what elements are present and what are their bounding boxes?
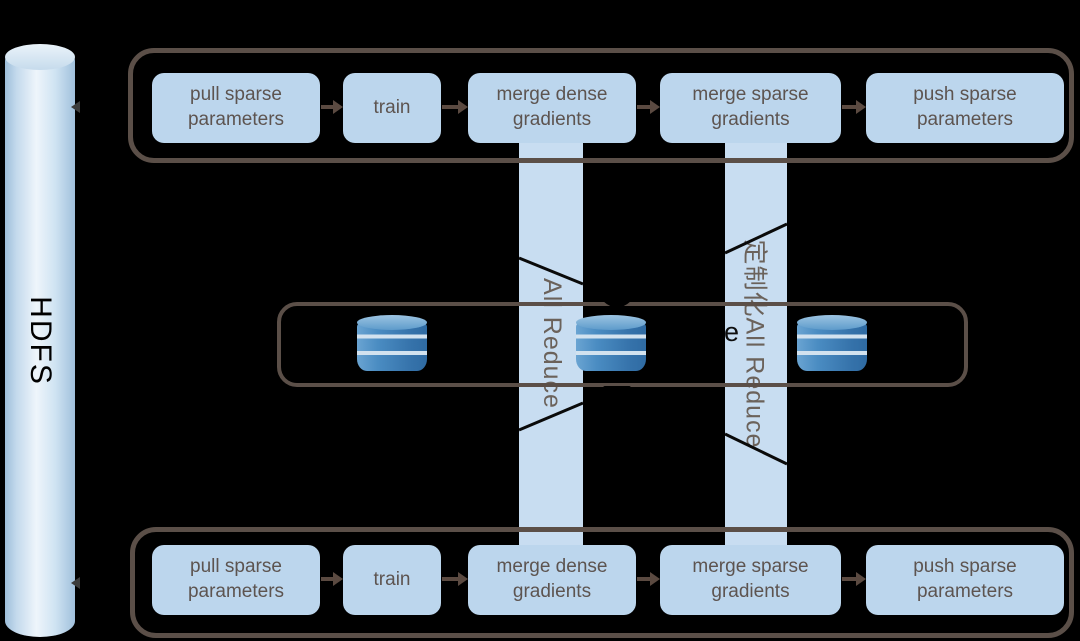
step-push-sparse-parameters: push sparse parameters (866, 545, 1064, 615)
arrow-head (650, 572, 660, 586)
arrow-head (458, 100, 468, 114)
arrow-right-icon (321, 100, 343, 114)
arrow-head (333, 572, 343, 586)
step-merge-dense-gradients: merge dense gradients (468, 545, 636, 615)
arrow-right-icon (842, 100, 866, 114)
database-icon-top (357, 315, 427, 330)
arrow-left-icon (71, 101, 80, 113)
step-merge-sparse-gradients: merge sparse gradients (660, 545, 841, 615)
arrow-left-icon (71, 577, 80, 589)
partial-hidden-text: e (724, 317, 740, 347)
arrow-head (458, 572, 468, 586)
arrow-shaft (442, 105, 458, 109)
database-icon (357, 315, 427, 373)
database-icon (797, 315, 867, 373)
arrow-right-icon (321, 572, 343, 586)
arrow-right-icon (842, 572, 866, 586)
custom-allreduce-band: 定制化All Reduce (725, 140, 787, 547)
arrow-head (650, 100, 660, 114)
database-icon (576, 315, 646, 373)
allreduce-band: All Reduce (519, 140, 583, 547)
arrow-head (856, 100, 866, 114)
step-pull-sparse-parameters: pull sparse parameters (152, 73, 320, 143)
arrow-shaft (321, 577, 333, 581)
arrow-shaft (321, 105, 333, 109)
hdfs-cylinder-icon: HDFS (5, 44, 75, 637)
arrow-right-icon (442, 100, 468, 114)
step-merge-dense-gradients: merge dense gradients (468, 73, 636, 143)
step-pull-sparse-parameters: pull sparse parameters (152, 545, 320, 615)
arrow-shaft (637, 105, 650, 109)
arrow-right-icon (637, 100, 660, 114)
arrow-right-icon (442, 572, 468, 586)
arrow-shaft (842, 105, 856, 109)
arrow-shaft (637, 577, 650, 581)
database-icon-top (576, 315, 646, 330)
step-push-sparse-parameters: push sparse parameters (866, 73, 1064, 143)
arrow-right-icon (637, 572, 660, 586)
step-merge-sparse-gradients: merge sparse gradients (660, 73, 841, 143)
database-icon-top (797, 315, 867, 330)
hdfs-label: HDFS (24, 296, 57, 386)
arrow-head (856, 572, 866, 586)
database-icon-body (797, 322, 867, 371)
arrow-head (333, 100, 343, 114)
step-train: train (343, 73, 441, 143)
database-icon-body (576, 322, 646, 371)
bottom-worker-frame (130, 527, 1074, 638)
arrow-shaft (442, 577, 458, 581)
database-icon-body (357, 322, 427, 371)
step-train: train (343, 545, 441, 615)
top-worker-frame (128, 48, 1074, 163)
hdfs-cylinder-top-face (5, 44, 75, 70)
arrow-shaft (842, 577, 856, 581)
